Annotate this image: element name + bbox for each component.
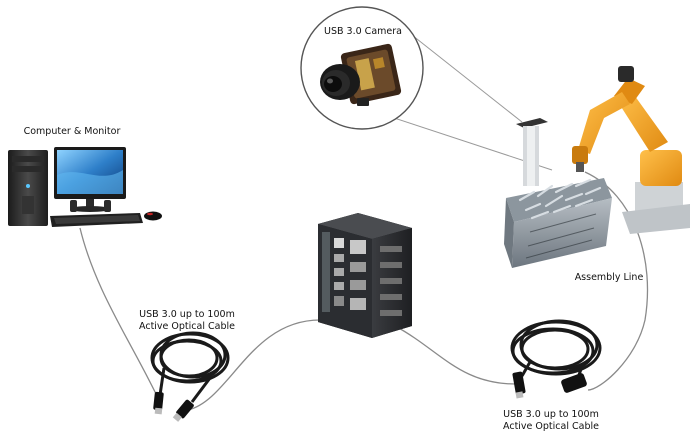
assembly-line-label: Assembly Line xyxy=(574,272,644,283)
usb-connector-right-b xyxy=(561,365,587,393)
cable-label-right-line2: Active Optical Cable xyxy=(503,421,599,432)
cable-label-left-line2: Active Optical Cable xyxy=(139,321,235,332)
usb-camera-image xyxy=(320,43,402,106)
cable-label-right: USB 3.0 up to 100m Active Optical Cable xyxy=(486,409,616,433)
usb-connector-left-b xyxy=(172,377,212,422)
camera-label: USB 3.0 Camera xyxy=(324,26,402,37)
assembly-line-image xyxy=(504,66,690,268)
cable-label-left-line1: USB 3.0 up to 100m xyxy=(139,309,235,320)
optical-cable-coil-right xyxy=(510,319,602,376)
cable-computer-to-usb-left xyxy=(79,227,159,399)
controller-device-image xyxy=(318,213,412,338)
cable-label-right-line1: USB 3.0 up to 100m xyxy=(503,409,599,420)
optical-cable-coil-left xyxy=(150,331,230,384)
cable-controller-to-usb-right xyxy=(394,325,519,385)
usb-connector-right-a xyxy=(512,361,532,399)
computer-label: Computer & Monitor xyxy=(23,126,121,137)
cable-label-left: USB 3.0 up to 100m Active Optical Cable xyxy=(122,309,252,333)
cable-camera-to-usb-right xyxy=(584,171,649,391)
cables xyxy=(79,171,649,411)
usb-connector-left-a xyxy=(153,367,166,415)
cable-usb-left-to-controller xyxy=(187,319,321,411)
computer-and-monitor-image xyxy=(8,147,162,227)
